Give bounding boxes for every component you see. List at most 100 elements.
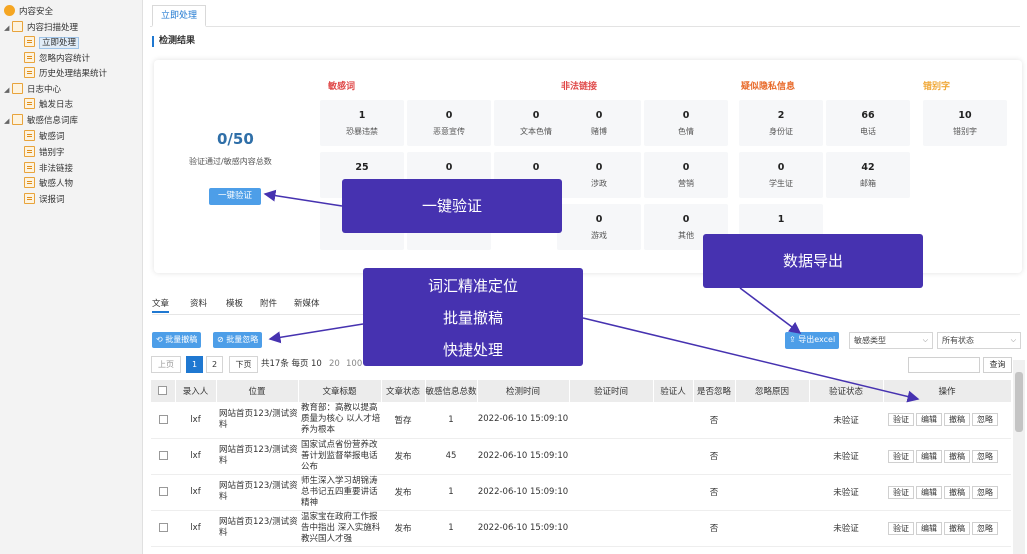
next-page-button[interactable]: 下页	[229, 356, 258, 373]
sidebar-item-10[interactable]: 非法链接	[24, 162, 73, 177]
page-1-button[interactable]: 1	[186, 356, 203, 373]
verify-all-button[interactable]: 一键验证	[209, 188, 261, 205]
stat-name: 其他	[678, 231, 694, 240]
cell-title[interactable]: 国家试点省份营养改善计划监督举报电话公布	[298, 438, 381, 475]
status-select[interactable]: 所有状态⌵	[937, 332, 1021, 349]
cell-verifier	[653, 510, 693, 547]
ignore-button[interactable]: 忽略	[972, 521, 998, 535]
cell-detect-time: 2022-06-10 15:09:10	[477, 510, 569, 547]
content-tab-2[interactable]: 模板	[226, 299, 244, 309]
folder-icon	[12, 114, 23, 125]
sidebar-item-9[interactable]: 错别字	[24, 146, 65, 161]
verify-button[interactable]: 验证	[888, 413, 914, 427]
sidebar-item-4[interactable]: 历史处理结果统计	[24, 67, 107, 82]
content-tab-4[interactable]: 新媒体	[294, 299, 320, 309]
edit-button[interactable]: 编辑	[916, 485, 942, 499]
chevron-down-icon: ⌵	[922, 336, 928, 344]
sensitive-type-select[interactable]: 敏感类型⌵	[849, 332, 933, 349]
sidebar-tree: 内容安全◢内容扫描处理立即处理忽略内容统计历史处理结果统计◢日志中心触发日志◢敏…	[0, 0, 143, 554]
sidebar-item-11[interactable]: 敏感人物	[24, 177, 73, 192]
content-tab-1[interactable]: 资料	[190, 299, 208, 309]
edit-button[interactable]: 编辑	[916, 413, 942, 427]
search-button[interactable]: 查询	[983, 357, 1012, 373]
sidebar-item-12[interactable]: 误报词	[24, 193, 65, 208]
prev-page-button[interactable]: 上页	[151, 356, 181, 373]
page-size-20[interactable]: 20	[329, 359, 340, 369]
edit-button[interactable]: 编辑	[916, 521, 942, 535]
withdraw-button[interactable]: 撤稿	[944, 449, 970, 463]
sidebar-item-label: 内容安全	[19, 7, 54, 17]
sidebar-item-5[interactable]: ◢日志中心	[4, 83, 61, 98]
cell-title[interactable]: 教育部：高教以提高质量为核心 以人才培养为根本	[298, 402, 381, 439]
edit-button[interactable]: 编辑	[916, 449, 942, 463]
column-header: 忽略原因	[735, 380, 810, 402]
sidebar-item-2[interactable]: 立即处理	[24, 36, 80, 51]
batch-ignore-button[interactable]: ⊘ 批量忽略	[213, 332, 263, 348]
sidebar-item-6[interactable]: 触发日志	[24, 98, 73, 113]
verify-button[interactable]: 验证	[888, 521, 914, 535]
sidebar-item-label: 误报词	[39, 195, 65, 205]
content-tab-0[interactable]: 文章	[152, 297, 170, 313]
export-excel-button[interactable]: ⇪ 导出excel	[785, 332, 840, 349]
ignore-button[interactable]: 忽略	[972, 485, 998, 499]
tree-toggle-icon[interactable]: ◢	[4, 86, 10, 94]
column-header: 文章状态	[381, 380, 426, 402]
sidebar-item-8[interactable]: 敏感词	[24, 130, 65, 145]
cell-sensitive-count[interactable]: 45	[425, 438, 477, 475]
scrollbar-thumb[interactable]	[1015, 372, 1023, 432]
cell-title[interactable]: 温家宝在政府工作报告中指出 深入实施科教兴国人才强	[298, 510, 381, 547]
cell-title[interactable]: 师生深入学习胡锦涛总书记五四重要讲话精神	[298, 474, 381, 511]
progress-label: 验证通过/敏感内容总数	[189, 157, 272, 166]
page-icon	[24, 67, 35, 78]
verify-button[interactable]: 验证	[888, 485, 914, 499]
tree-toggle-icon[interactable]: ◢	[4, 24, 10, 32]
tab-immediate-process[interactable]: 立即处理	[152, 5, 207, 27]
sidebar-item-1[interactable]: ◢ 内容扫描处理	[4, 21, 78, 36]
verify-button[interactable]: 验证	[888, 449, 914, 463]
batch-withdraw-button[interactable]: ⟲ 批量撤稿	[152, 332, 202, 348]
ignore-button[interactable]: 忽略	[972, 449, 998, 463]
row-checkbox[interactable]	[158, 523, 168, 532]
cell-sensitive-count[interactable]: 1	[425, 474, 477, 511]
ignore-button[interactable]: 忽略	[972, 413, 998, 427]
row-checkbox[interactable]	[158, 487, 168, 496]
callout-feature-3: 快捷处理	[442, 341, 503, 359]
withdraw-button[interactable]: 撤稿	[944, 485, 970, 499]
withdraw-button[interactable]: 撤稿	[944, 413, 970, 427]
cell-detect-time: 2022-06-10 15:09:10	[477, 402, 569, 439]
row-select-cell	[151, 402, 175, 439]
page-2-button[interactable]: 2	[206, 356, 223, 373]
cell-sensitive-count[interactable]: 1	[425, 402, 477, 439]
row-checkbox[interactable]	[158, 414, 168, 424]
tree-toggle-icon[interactable]: ◢	[4, 117, 10, 125]
page-size-10[interactable]: 10	[311, 359, 322, 369]
vertical-scrollbar[interactable]	[1013, 360, 1025, 554]
sidebar-item-3[interactable]: 忽略内容统计	[24, 52, 90, 67]
cell-ignore-reason	[735, 438, 809, 475]
sidebar-item-7[interactable]: ◢敏感信息词库	[4, 114, 78, 129]
withdraw-button[interactable]: 撤稿	[944, 521, 970, 535]
sidebar-item-0[interactable]: 内容安全	[4, 5, 53, 20]
page-size-100[interactable]: 100	[346, 359, 363, 369]
sidebar-item-label: 敏感词	[39, 132, 65, 142]
content-tab-3[interactable]: 附件	[260, 299, 278, 309]
sidebar-item-label: 内容扫描处理	[27, 23, 79, 33]
cell-sensitive-count[interactable]: 1	[425, 510, 477, 547]
select-all-checkbox[interactable]	[158, 386, 168, 395]
search-input[interactable]	[908, 357, 980, 373]
row-checkbox[interactable]	[158, 451, 168, 460]
